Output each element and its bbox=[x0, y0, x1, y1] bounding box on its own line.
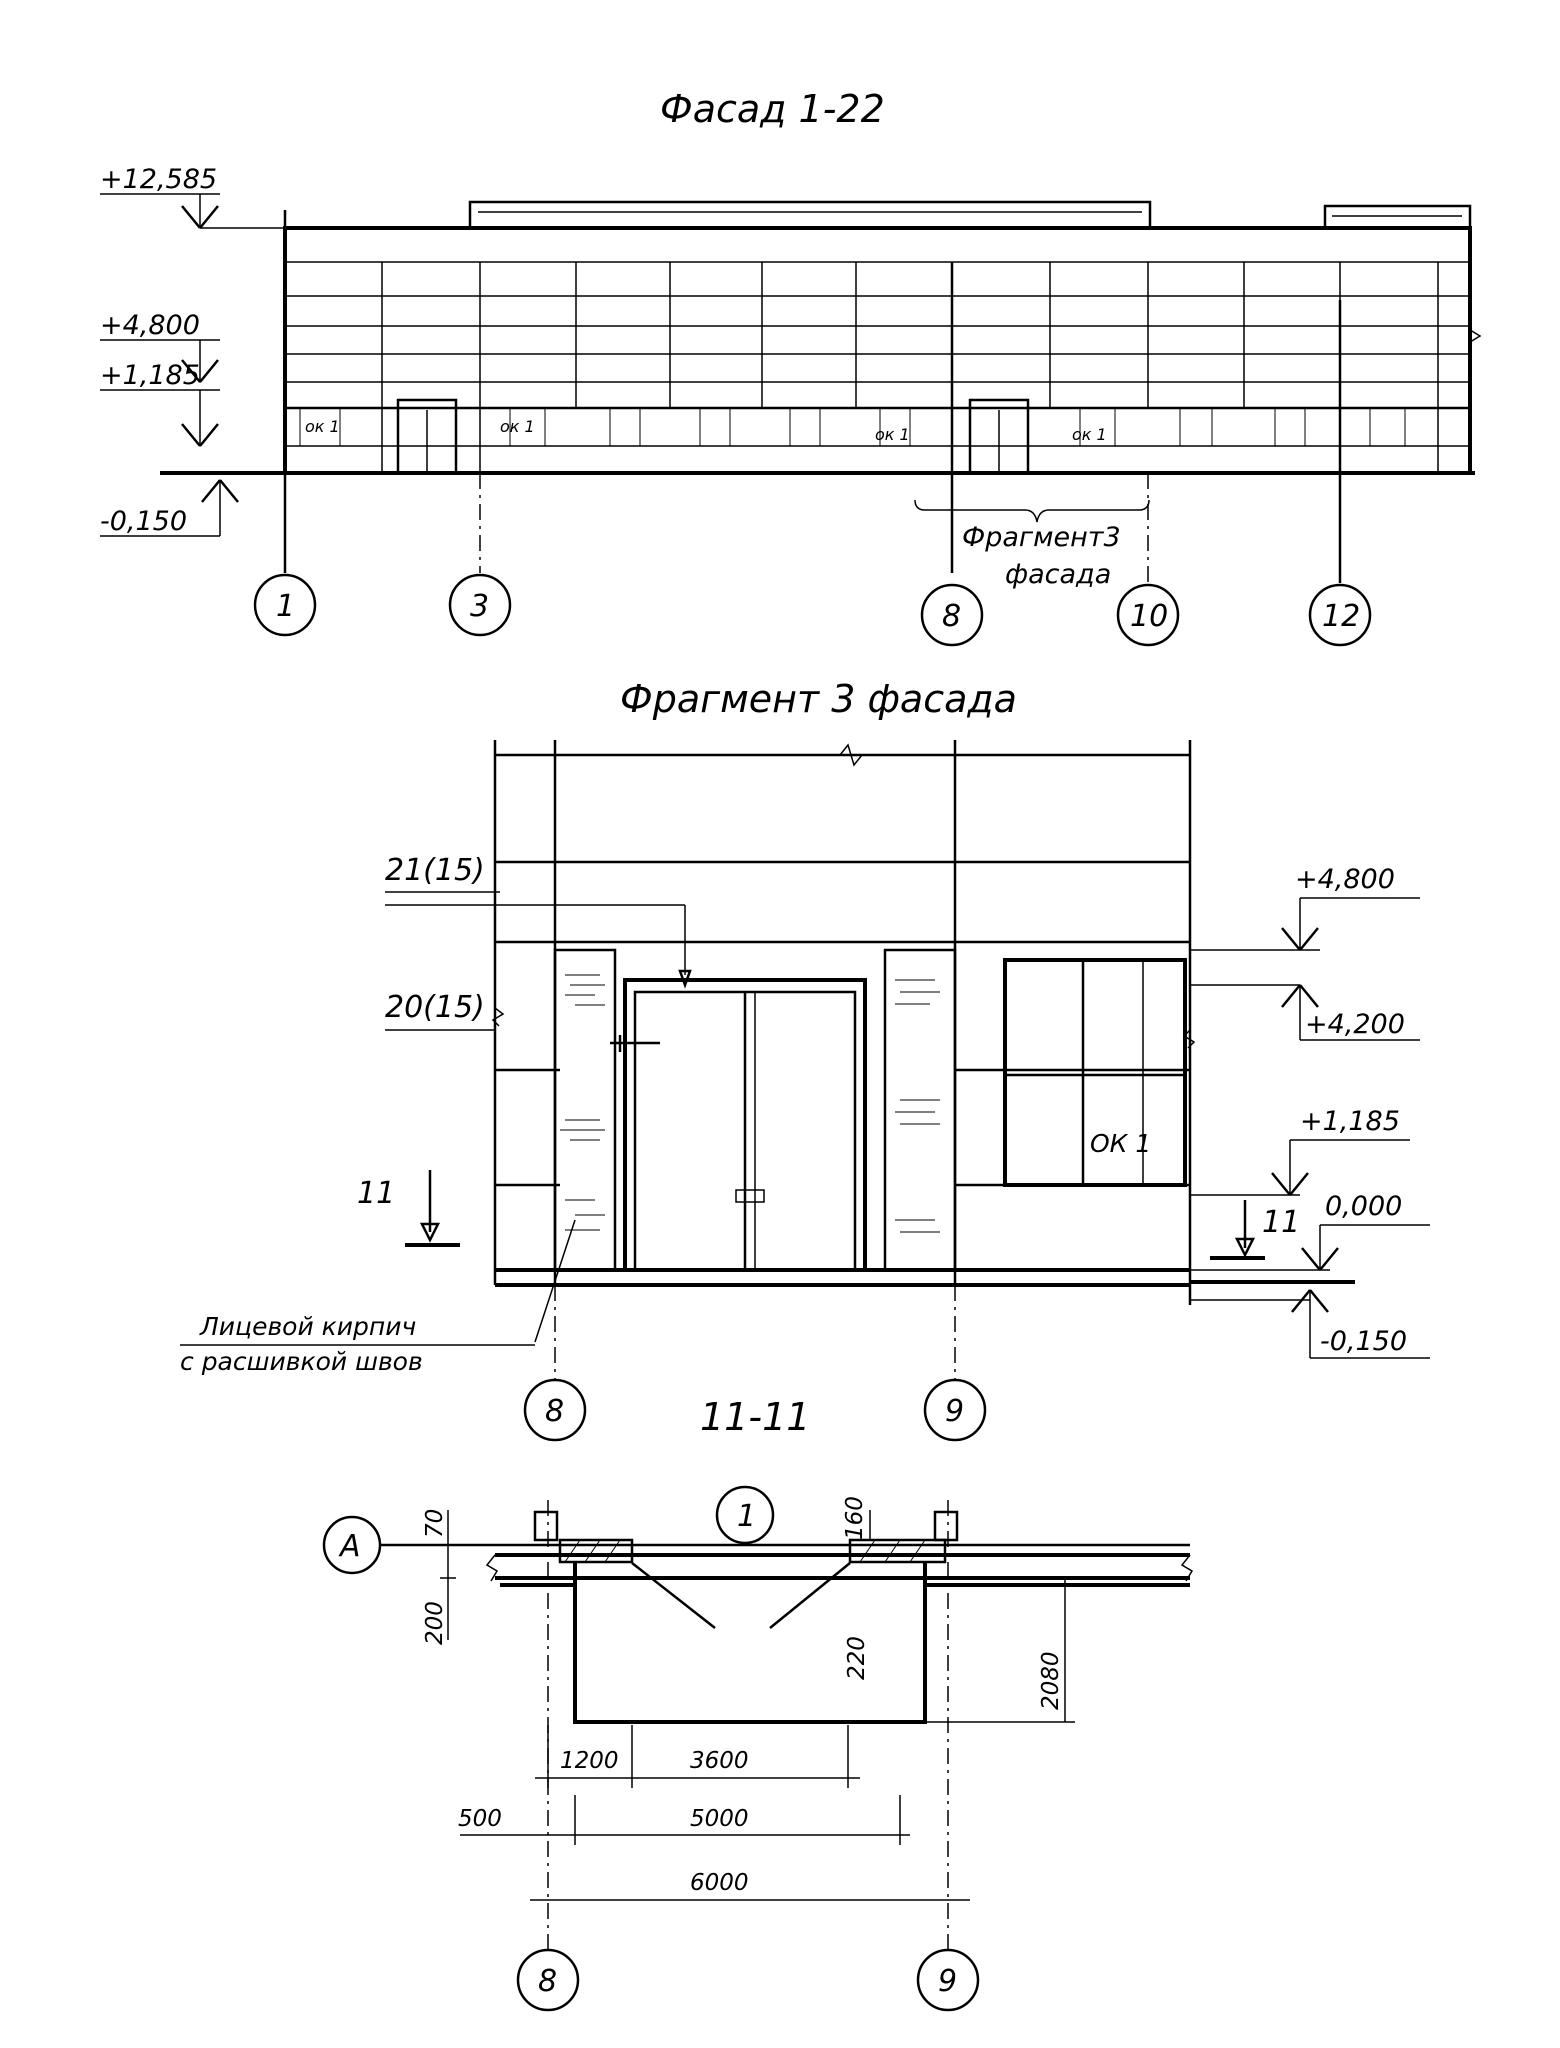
window-mark: ок 1 bbox=[875, 425, 910, 444]
level-label: +4,800 bbox=[100, 310, 200, 341]
axis-label: 10 bbox=[1130, 599, 1168, 634]
fragment-building: ОК 1 bbox=[491, 740, 1355, 1305]
level-label: +12,585 bbox=[100, 164, 217, 195]
axis-label: 3 bbox=[470, 589, 489, 624]
fragment-callout-line2: фасада bbox=[1005, 559, 1111, 590]
section-dimensions: 70 200 160 220 2080 1200 3600 500 5000 6… bbox=[422, 1496, 1075, 1901]
level-label: 0,000 bbox=[1325, 1191, 1402, 1222]
window-mark: ОК 1 bbox=[1090, 1129, 1151, 1158]
section-mark: 11 bbox=[1262, 1205, 1300, 1240]
fragment-elevation: Фрагмент 3 фасада bbox=[180, 677, 1430, 1442]
level-label: +1,185 bbox=[100, 360, 200, 391]
fragment-level-marks: +4,800 +4,200 +1,185 0,000 -0,150 bbox=[1190, 864, 1430, 1359]
fragment-axes: 8 9 bbox=[523, 1285, 987, 1442]
axis-label: 8 bbox=[545, 1394, 564, 1429]
row-axis-label: A bbox=[338, 1529, 361, 1564]
mark-label: 20(15) bbox=[385, 990, 485, 1025]
dim-label: 160 bbox=[842, 1496, 868, 1540]
section-axes: 8 9 bbox=[516, 1500, 980, 2012]
section-drawing: A 1 bbox=[322, 1485, 1194, 1724]
section-markers: 11 11 bbox=[357, 1170, 1300, 1260]
window-mark: ок 1 bbox=[1072, 425, 1107, 444]
facade-level-marks: +12,585 +4,800 +1,185 -0,150 bbox=[100, 164, 285, 537]
fragment-leaders: 21(15) 20(15) bbox=[385, 853, 692, 1031]
dim-label: 2080 bbox=[1038, 1651, 1064, 1710]
dim-label: 220 bbox=[844, 1636, 870, 1680]
note-line2: с расшивкой швов bbox=[180, 1347, 423, 1376]
axis-label: 8 bbox=[538, 1964, 557, 1999]
dim-label: 1200 bbox=[560, 1748, 619, 1774]
level-label: +4,800 bbox=[1295, 864, 1395, 895]
brick-hatching bbox=[560, 974, 940, 1233]
axis-label: 12 bbox=[1322, 599, 1360, 634]
facade-building: ок 1 ок 1 ок 1 ок 1 bbox=[283, 200, 1482, 475]
fragment-callout: Фрагмент3 фасада bbox=[914, 499, 1150, 590]
axis-label: 9 bbox=[945, 1394, 964, 1429]
level-label: +4,200 bbox=[1305, 1009, 1405, 1040]
section-title: 11-11 bbox=[700, 1395, 810, 1439]
facade-axes: 1 3 8 10 12 bbox=[253, 210, 1372, 647]
axis-label: 9 bbox=[938, 1964, 957, 1999]
dim-label: 6000 bbox=[690, 1870, 749, 1896]
axis-label: 1 bbox=[276, 589, 295, 624]
dim-label: 200 bbox=[422, 1601, 448, 1645]
note-line1: Лицевой кирпич bbox=[199, 1312, 416, 1341]
section-mark: 11 bbox=[357, 1176, 395, 1211]
level-label: -0,150 bbox=[1320, 1326, 1407, 1357]
facade-title: Фасад 1-22 bbox=[660, 87, 885, 131]
center-mark: 1 bbox=[737, 1499, 756, 1534]
dim-label: 3600 bbox=[690, 1748, 749, 1774]
dim-label: 500 bbox=[458, 1806, 502, 1832]
fragment-callout-line1: Фрагмент3 bbox=[962, 522, 1121, 553]
material-note: Лицевой кирпич с расшивкой швов bbox=[180, 1219, 576, 1376]
section-plan: 11-11 A bbox=[322, 1395, 1194, 2012]
level-label: -0,150 bbox=[100, 506, 187, 537]
window-mark: ок 1 bbox=[305, 417, 340, 436]
fragment-title: Фрагмент 3 фасада bbox=[620, 677, 1017, 721]
dim-label: 70 bbox=[422, 1509, 448, 1538]
window-mark: ок 1 bbox=[500, 417, 535, 436]
facade-elevation: Фасад 1-22 bbox=[100, 87, 1482, 647]
dim-label: 5000 bbox=[690, 1806, 749, 1832]
axis-label: 8 bbox=[942, 599, 961, 634]
level-label: +1,185 bbox=[1300, 1106, 1400, 1137]
mark-label: 21(15) bbox=[385, 853, 485, 888]
fragment-window bbox=[1003, 958, 1187, 1187]
